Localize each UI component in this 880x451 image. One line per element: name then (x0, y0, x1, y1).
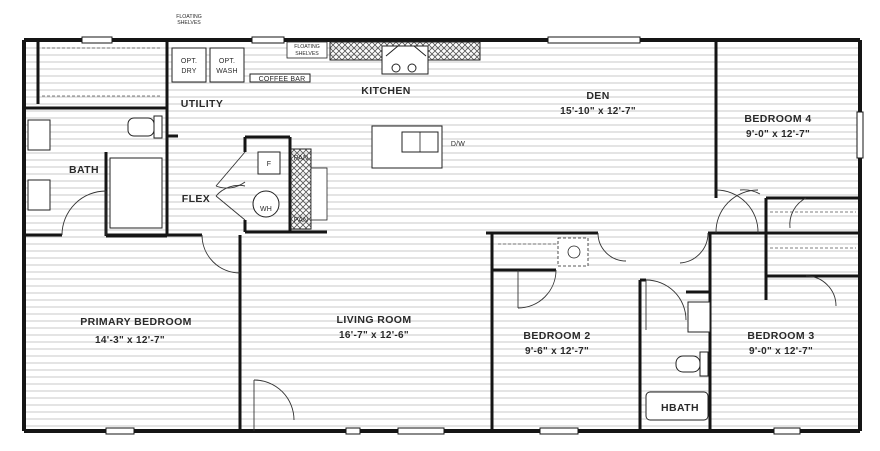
pantry (290, 148, 328, 230)
hbath-fixtures (645, 301, 711, 421)
windows (81, 36, 864, 435)
coffee-bar (249, 41, 328, 83)
flex-label: FLEX (182, 193, 210, 205)
water-heater-label: WH (260, 206, 272, 213)
door-swings (61, 151, 837, 431)
kitchen-island (371, 125, 443, 169)
bedroom2-label: BEDROOM 2 (523, 330, 590, 342)
living-room-dims: 16'-7" x 12'-6" (339, 330, 409, 341)
bedroom2-dims: 9'-6" x 12'-7" (525, 346, 589, 357)
utility-label: UTILITY (181, 98, 223, 110)
closet-shelves (42, 47, 856, 249)
coffee-bar-label: COFFEE BAR (259, 76, 306, 83)
bath-label: BATH (69, 164, 99, 176)
hall-closet (557, 237, 589, 267)
kitchen-label: KITCHEN (361, 85, 410, 97)
bath-fixtures (27, 115, 163, 229)
den-dims: 15'-10" x 12'-7" (560, 106, 636, 117)
opt-dry-label-2: DRY (181, 68, 196, 75)
hbath-label: HBATH (661, 402, 699, 414)
primary-bedroom-label: PRIMARY BEDROOM (80, 316, 192, 328)
living-room-label: LIVING ROOM (337, 314, 412, 326)
floating-shelves-label-top-1: FLOATING (176, 14, 202, 20)
floating-shelves-label-1: FLOATING (294, 44, 320, 50)
bedroom3-dims: 9'-0" x 12'-7" (749, 346, 813, 357)
floating-shelves-label-2: SHELVES (295, 51, 319, 57)
fridge-label: F (267, 161, 271, 168)
dishwasher-label: D/W (451, 141, 465, 148)
bedroom4-dims: 9'-0" x 12'-7" (746, 129, 810, 140)
bedroom4-label: BEDROOM 4 (744, 113, 811, 125)
den-label: DEN (586, 90, 609, 102)
fridge-and-wh (252, 151, 281, 218)
opt-wash-label-1: OPT. (219, 58, 235, 65)
opt-dry-label-1: OPT. (181, 58, 197, 65)
labels: FLOATING SHELVES FLOATING SHELVES OPT. D… (69, 14, 814, 414)
primary-bedroom-dims: 14'-3" x 12'-7" (95, 335, 165, 346)
interior-walls (24, 42, 860, 431)
bedroom3-label: BEDROOM 3 (747, 330, 814, 342)
pantry-label-top: PAN (294, 155, 308, 162)
pantry-label-bottom: PAN (294, 217, 308, 224)
floating-shelves-label-top-2: SHELVES (177, 20, 201, 26)
kitchen-counter (329, 41, 481, 75)
opt-wash-label-2: WASH (216, 68, 238, 75)
laundry (171, 47, 245, 83)
